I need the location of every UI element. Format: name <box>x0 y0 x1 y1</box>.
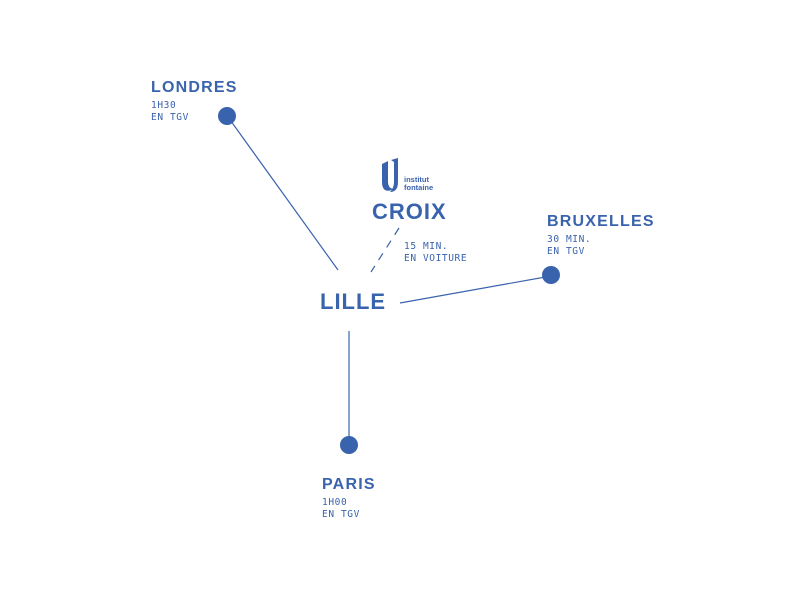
destination-paris: PARIS 1H00 EN TGV <box>322 477 376 521</box>
travel-time-paris: 1H00 <box>322 497 348 508</box>
travel-time-bruxelles: 30 MIN. <box>547 234 592 245</box>
travel-info-croix: 15 MIN. EN VOITURE <box>404 241 467 265</box>
city-name-lille: LILLE <box>320 289 387 314</box>
destination-londres: LONDRES 1H30 EN TGV <box>151 80 238 124</box>
city-name-croix: CROIX <box>372 199 447 224</box>
travel-time-croix: 15 MIN. <box>404 241 449 252</box>
dot-londres <box>218 107 236 125</box>
institut-fontaine-logo: institut fontaine <box>380 158 455 194</box>
dot-bruxelles <box>542 266 560 284</box>
city-name-paris: PARIS <box>322 476 376 493</box>
dot-paris <box>340 436 358 454</box>
travel-mode-bruxelles: EN TGV <box>547 246 585 257</box>
travel-mode-londres: EN TGV <box>151 112 189 123</box>
travel-mode-croix: EN VOITURE <box>404 253 468 264</box>
city-name-londres: LONDRES <box>151 79 238 96</box>
institut-fontaine-logo-icon <box>382 158 398 192</box>
travel-time-londres: 1H30 <box>151 100 177 111</box>
line-croix <box>370 227 400 273</box>
line-bruxelles <box>399 275 552 304</box>
logo-text: institut fontaine <box>404 176 433 192</box>
logo-text-line2: fontaine <box>404 183 434 192</box>
destination-bruxelles: BRUXELLES 30 MIN. EN TGV <box>547 214 655 258</box>
city-name-bruxelles: BRUXELLES <box>547 213 655 230</box>
line-londres <box>227 116 339 271</box>
logo-text-line1: institut <box>404 175 429 184</box>
travel-mode-paris: EN TGV <box>322 509 360 520</box>
